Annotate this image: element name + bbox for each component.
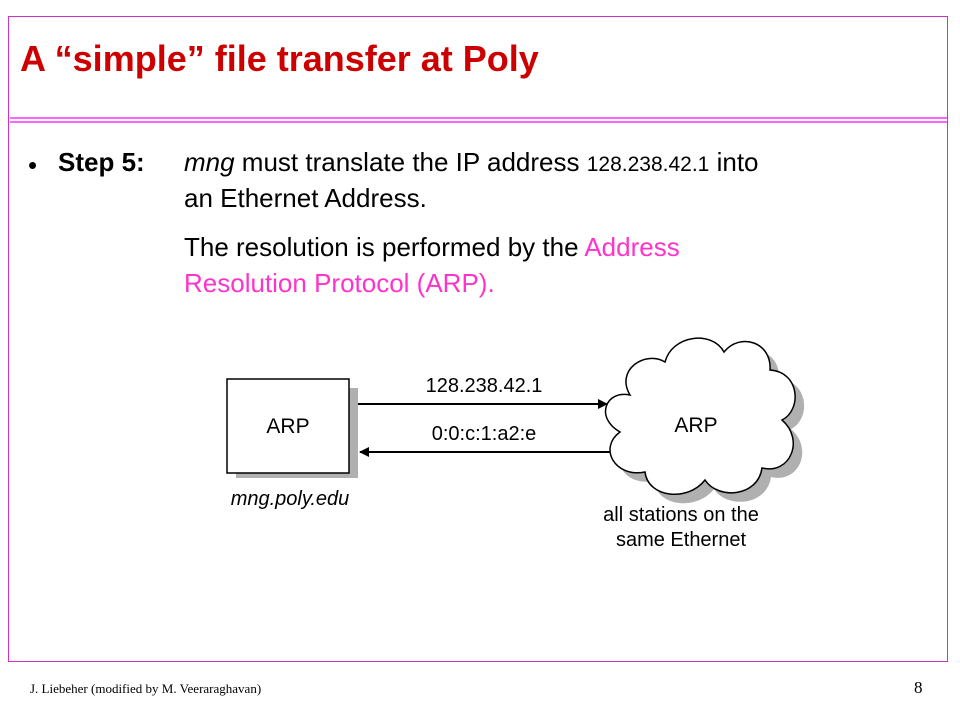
host-caption: mng.poly.edu xyxy=(231,488,350,510)
cloud-caption-line2: same Ethernet xyxy=(616,529,747,551)
page-number: 8 xyxy=(914,678,923,697)
body-line-2: an Ethernet Address. xyxy=(184,183,427,213)
title-underline-2 xyxy=(10,121,947,123)
arp-box-label: ARP xyxy=(266,415,309,438)
bullet-point: • xyxy=(28,150,38,180)
line1-text: must translate the IP address xyxy=(234,147,587,177)
slide-frame xyxy=(8,16,948,662)
cloud-label: ARP xyxy=(674,414,717,437)
ethernet-cloud xyxy=(604,337,796,495)
request-label: 128.238.42.1 xyxy=(426,375,543,397)
cloud-caption-line1: all stations on the xyxy=(603,504,759,526)
footer-author: J. Liebeher (modified by M. Veeraraghava… xyxy=(30,681,262,696)
reply-label: 0:0:c:1:a2:e xyxy=(432,423,537,445)
arp-term-part1: Address xyxy=(584,232,680,262)
step-label: Step 5: xyxy=(58,147,145,177)
line3-text: The resolution is performed by the xyxy=(184,232,585,262)
body-line-3: The resolution is performed by the Addre… xyxy=(184,232,680,263)
slide-title: A “simple” file transfer at Poly xyxy=(20,38,539,79)
arp-box xyxy=(226,378,350,474)
body-line-1: mng must translate the IP address 128.23… xyxy=(184,147,759,178)
title-underline-1 xyxy=(10,117,947,119)
line1-end: into xyxy=(709,147,759,177)
host-name-italic: mng xyxy=(184,147,235,177)
arp-term-part2: Resolution Protocol (ARP). xyxy=(184,268,495,298)
ip-address-inline: 128.238.42.1 xyxy=(586,153,710,176)
